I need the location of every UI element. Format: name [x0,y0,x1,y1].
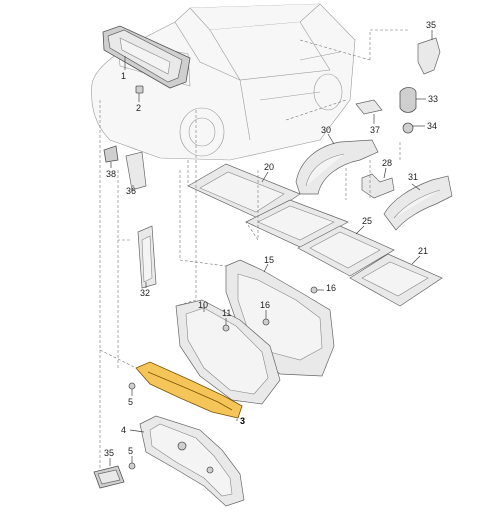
callout-21: 21 [418,246,428,256]
part-34-grommet [402,122,414,134]
callout-36: 36 [126,186,136,196]
part-36-bracket [125,151,147,191]
part-5-clip-lower [128,462,136,470]
part-32-pillar-trim [137,225,157,289]
part-35-filter-pad [93,465,125,489]
part-37-pad [355,99,383,115]
callout-35-top: 35 [426,20,436,30]
callout-38: 38 [106,169,116,179]
callout-5-upper: 5 [128,397,133,407]
part-11-clip [222,324,230,332]
callout-25: 25 [362,216,372,226]
part-35-mud-flap [417,37,441,75]
callout-30: 30 [321,125,331,135]
callout-34: 34 [427,121,437,131]
part-20-floor-tray [187,163,301,221]
callout-31: 31 [408,172,418,182]
callout-10: 10 [198,300,208,310]
part-33-cap [399,87,417,113]
callout-4: 4 [121,425,126,435]
callout-20: 20 [264,162,274,172]
callout-1: 1 [121,71,126,81]
callout-3: 3 [240,416,245,426]
callout-33: 33 [428,94,438,104]
part-2-clip [135,85,144,94]
part-1-hood-insulation [102,25,191,89]
part-31-rear-liner [383,175,453,231]
part-25-floor-mat [297,225,395,277]
callout-15: 15 [264,255,274,265]
part-28-bracket [361,173,395,199]
part-38-bracket [103,145,119,163]
part-3-highlighted-insulation [135,361,243,419]
part-4-dash-panel [139,415,245,507]
part-16-clip-right [310,286,318,294]
callout-16-left: 16 [260,300,270,310]
callout-28: 28 [382,158,392,168]
part-5-clip-upper [128,382,136,390]
part-10-inner-panel [175,299,281,405]
callout-16-right: 16 [326,283,336,293]
part-30-wheel-liner [295,139,379,195]
callout-5-lower: 5 [128,446,133,456]
assembly-guide-lines [99,29,410,470]
callout-32: 32 [140,288,150,298]
callout-11: 11 [222,308,231,318]
callout-37: 37 [370,125,380,135]
callout-2: 2 [136,103,141,113]
callout-35-bottom: 35 [104,448,114,458]
part-21-rear-floor [349,253,443,307]
part-16-clip-left [262,318,270,326]
vehicle-illustration [91,3,356,161]
